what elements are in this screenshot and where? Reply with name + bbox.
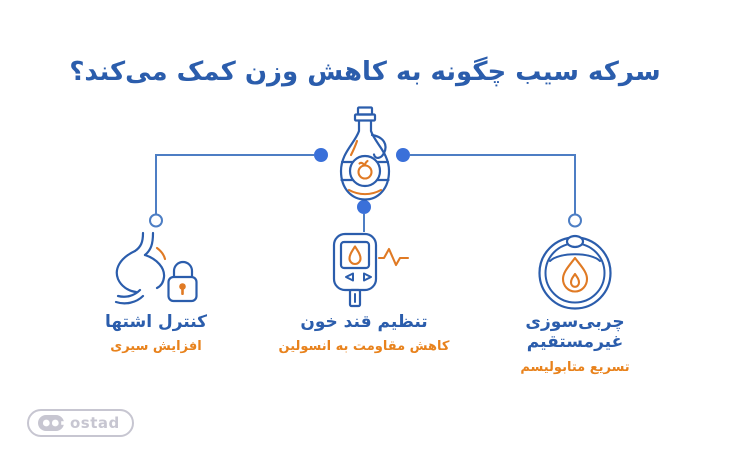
connector-left xyxy=(155,154,314,214)
ostad-logo-text: ostad xyxy=(70,413,120,432)
connector-left-start-dot xyxy=(314,148,328,162)
branch-appetite-labels: کنترل اشتها افزایش سیری xyxy=(56,312,256,355)
ostad-logo-icon xyxy=(38,415,64,431)
branch-appetite-subtitle: افزایش سیری xyxy=(110,339,202,355)
branch-fatburn-subtitle: تسریع متابولیسم xyxy=(520,359,630,375)
branch-appetite-title: کنترل اشتها xyxy=(104,312,208,332)
branch-bloodsugar-title: تنظیم قند خون xyxy=(300,312,428,332)
belly-flame-icon xyxy=(538,234,612,310)
connector-right-end-dot xyxy=(568,213,582,228)
connector-right-start-dot xyxy=(396,148,410,162)
stomach-lock-icon xyxy=(114,231,198,305)
branch-bloodsugar-labels: تنظیم قند خون کاهش مقاومت به انسولین xyxy=(264,312,464,355)
branch-fatburn-title: چربی‌سوزی غیرمستقیم xyxy=(525,312,625,353)
page-title: سرکه سیب چگونه به کاهش وزن کمک می‌کند؟ xyxy=(69,57,661,87)
branch-fatburn-labels: چربی‌سوزی غیرمستقیم تسریع متابولیسم xyxy=(475,312,675,375)
branch-bloodsugar-subtitle: کاهش مقاومت به انسولین xyxy=(278,339,450,355)
glucometer-icon xyxy=(332,232,410,308)
vinegar-bottle-icon xyxy=(339,106,391,201)
connector-left-end-dot xyxy=(149,213,163,228)
ostad-logo: ostad xyxy=(27,409,134,437)
connector-right xyxy=(410,154,576,214)
connector-bottom-start-dot xyxy=(357,200,371,214)
